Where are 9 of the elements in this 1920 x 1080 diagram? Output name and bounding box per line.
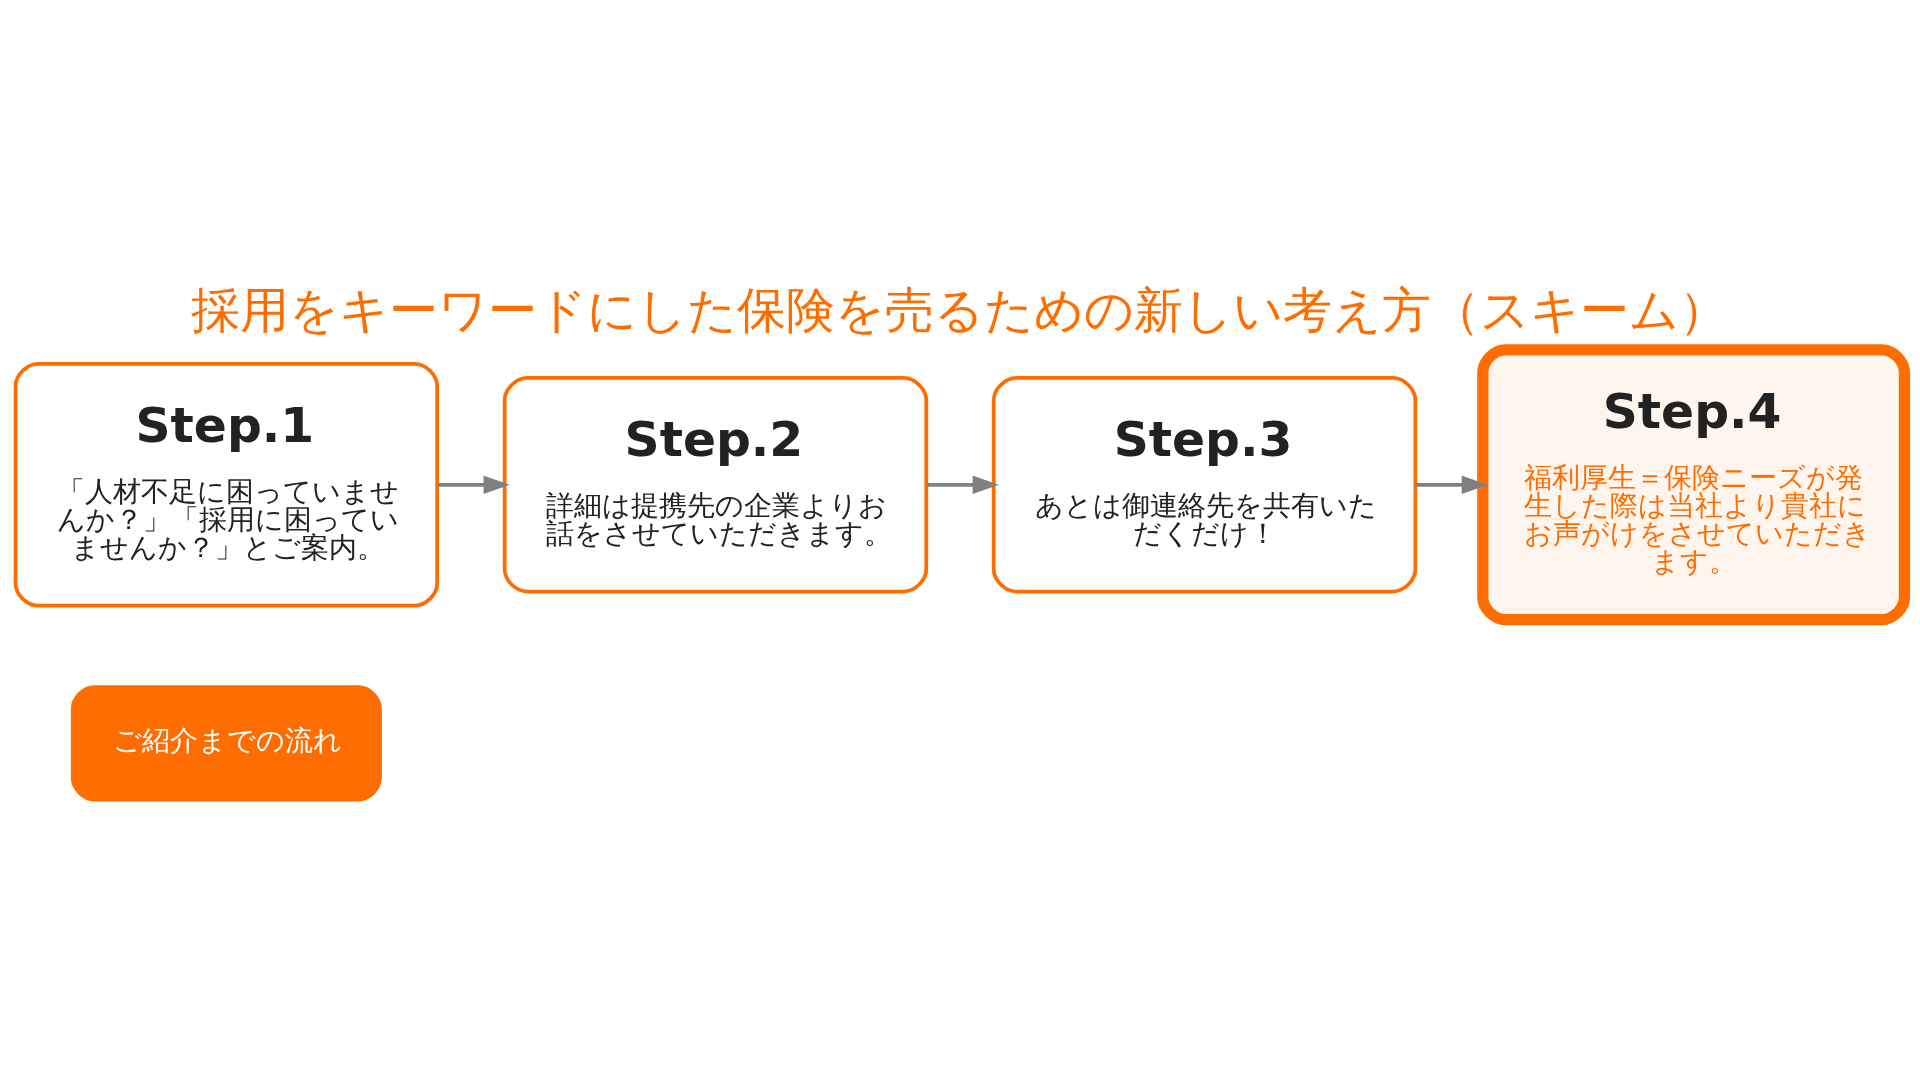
diagram-title: 採用をキーワードにした保険を売るための新しい考え方（スキーム） — [191, 281, 1729, 338]
node-box: Step.2 詳細は提携先の企業よりお話をさせていただきます。 — [502, 375, 929, 593]
node-box: Step.3 あとは御連絡先を共有いただくだけ！ — [991, 375, 1418, 593]
node-box: Step.1 「人材不足に困っていませんか？」「採用に困っていませんか？」とご案内。 — [13, 361, 440, 607]
arrow — [437, 475, 510, 494]
node-box: ご紹介までの流れ — [70, 684, 382, 801]
node-box: Step.4 福利厚生＝保険ニーズが発生した際は当社より貴社にお声がけをさせていただきます。 — [1477, 343, 1911, 625]
arrow — [926, 475, 999, 494]
arrow — [1415, 475, 1488, 494]
